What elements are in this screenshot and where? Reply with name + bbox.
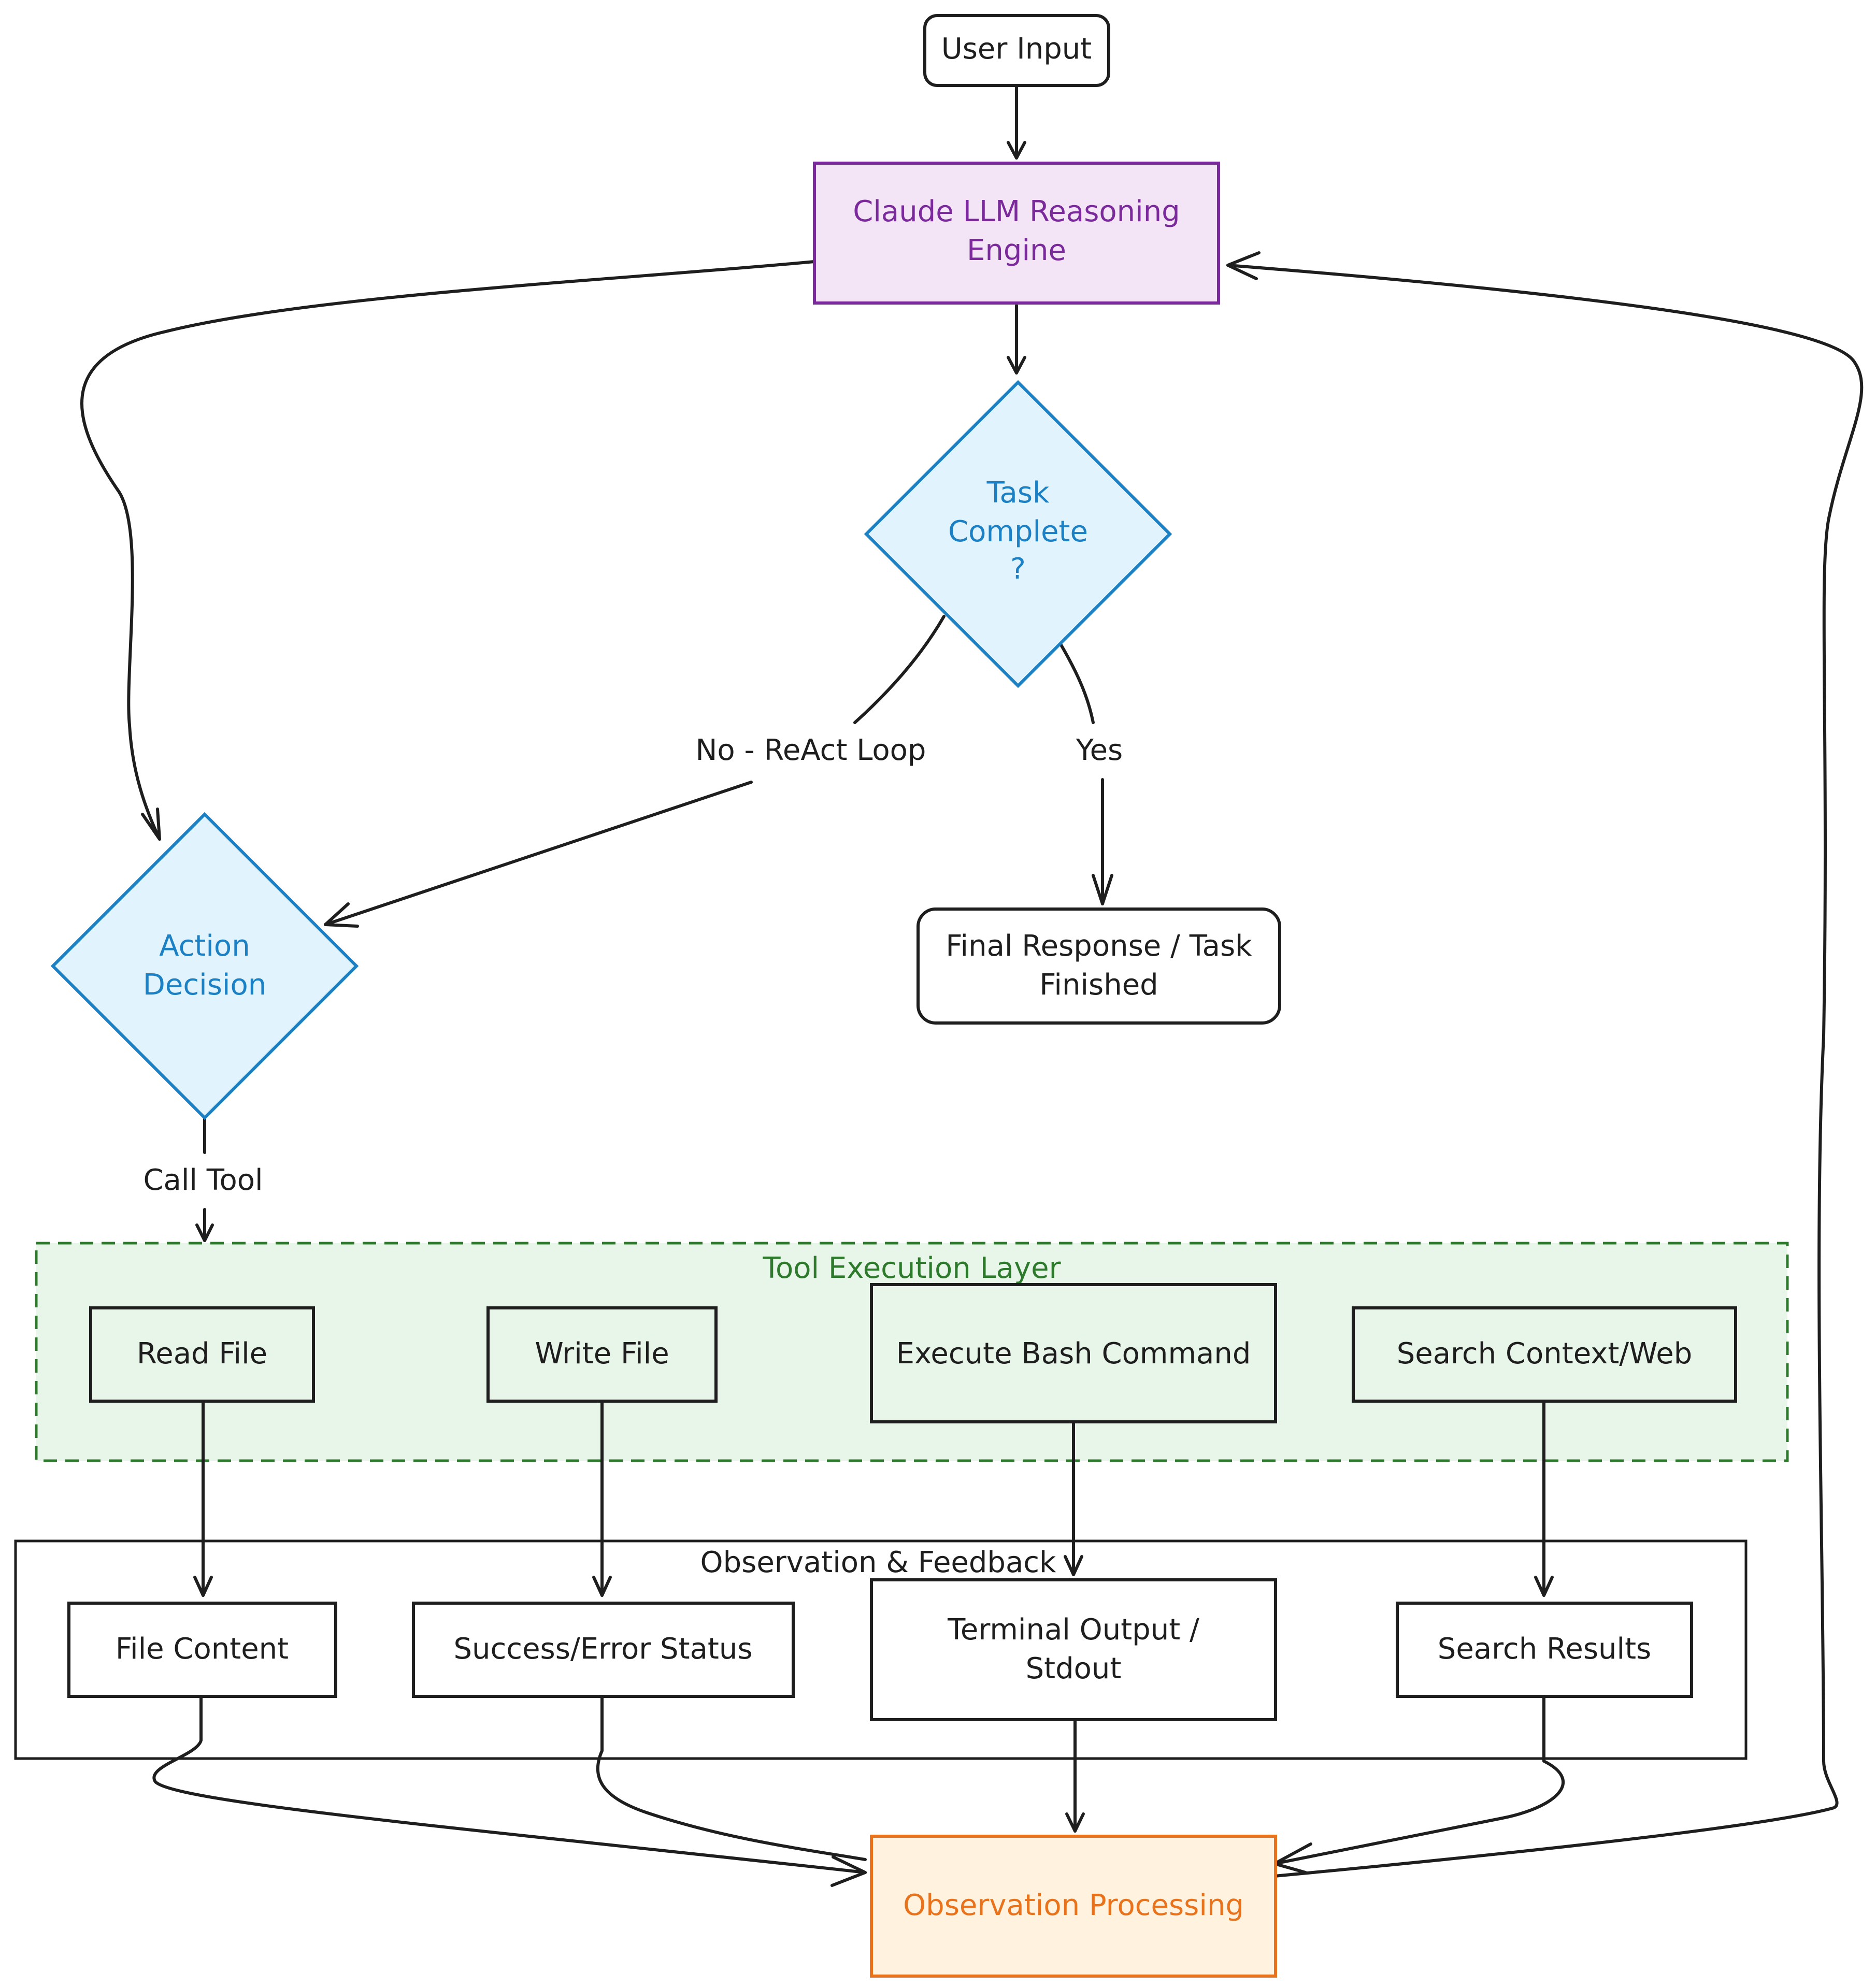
success-status-label: Success/Error Status [453,1632,752,1666]
node-file-content: File Content [67,1602,337,1698]
edge-llm-to-action [80,260,816,841]
arrowhead-status-top [592,1576,612,1597]
node-execute-bash: Execute Bash Command [870,1283,1277,1423]
node-llm-engine: Claude LLM Reasoning Engine [813,162,1220,305]
search-results-label: Search Results [1438,1632,1651,1666]
node-action-decision: Action Decision [50,812,359,1120]
edge-results-to-processing [1273,1695,1565,1865]
arrowhead-action-top [141,808,161,841]
file-content-label: File Content [116,1632,289,1666]
task-label-line1: Task [986,476,1050,510]
node-write-file: Write File [486,1306,718,1403]
observation-feedback-group: Observation & Feedback [14,1539,1748,1760]
edges [80,84,1864,1887]
arrowhead-llm-top [1007,141,1026,160]
edge-processing-to-llm [1226,264,1864,1878]
edge-task-yes-upper [1059,643,1095,724]
terminal-label-line2: Stdout [1026,1652,1122,1686]
node-read-file: Read File [89,1306,315,1403]
arrowhead-processing-left-1 [830,1855,867,1887]
edge-label-no-react-loop: No - ReAct Loop [696,733,926,767]
node-success-status: Success/Error Status [412,1602,795,1698]
edge-label-yes: Yes [1076,733,1123,767]
node-search-context: Search Context/Web [1352,1306,1737,1403]
task-label-line2: Complete [948,515,1088,549]
arrowhead-llm-right [1226,251,1261,280]
tool-execution-layer-title: Tool Execution Layer [762,1251,1061,1285]
arrowhead-terminal-top [1064,1555,1083,1576]
edge-task-no-lower [324,781,753,926]
edge-task-no-upper [853,615,946,724]
arrowhead-task-top [1007,356,1026,374]
execute-bash-label: Execute Bash Command [896,1337,1251,1371]
node-final-response: Final Response / Task Finished [916,907,1281,1025]
observation-processing-label: Observation Processing [903,1889,1244,1922]
llm-label-line2: Engine [967,234,1066,267]
llm-label-line1: Claude LLM Reasoning [853,195,1180,228]
user-input-label: User Input [941,32,1092,66]
search-context-label: Search Context/Web [1397,1337,1693,1371]
node-terminal-output: Terminal Output / Stdout [870,1578,1277,1721]
node-user-input: User Input [923,14,1110,87]
final-label-line2: Finished [1039,968,1158,1002]
final-label-line1: Final Response / Task [946,929,1252,963]
node-search-results: Search Results [1396,1602,1693,1698]
arrowhead-final-top [1092,874,1113,905]
arrowhead-results-top [1534,1576,1554,1597]
arrowhead-content-top [193,1576,213,1597]
arrowhead-layer-top [195,1223,214,1242]
observation-feedback-title: Observation & Feedback [700,1546,1057,1579]
action-label-line1: Action [159,929,250,963]
task-label-line3: ? [1010,552,1026,586]
arrowhead-action-right [324,902,359,928]
edge-content-to-processing [152,1695,867,1874]
arrowhead-processing-top [1065,1812,1085,1833]
edge-status-to-processing [596,1695,867,1861]
node-observation-processing: Observation Processing [870,1835,1277,1978]
read-file-label: Read File [137,1337,267,1371]
node-task-complete: Task Complete ? [864,380,1172,688]
terminal-label-line1: Terminal Output / [947,1613,1199,1647]
write-file-label: Write File [535,1337,669,1371]
edge-label-call-tool: Call Tool [143,1163,263,1197]
action-label-line2: Decision [143,968,266,1002]
